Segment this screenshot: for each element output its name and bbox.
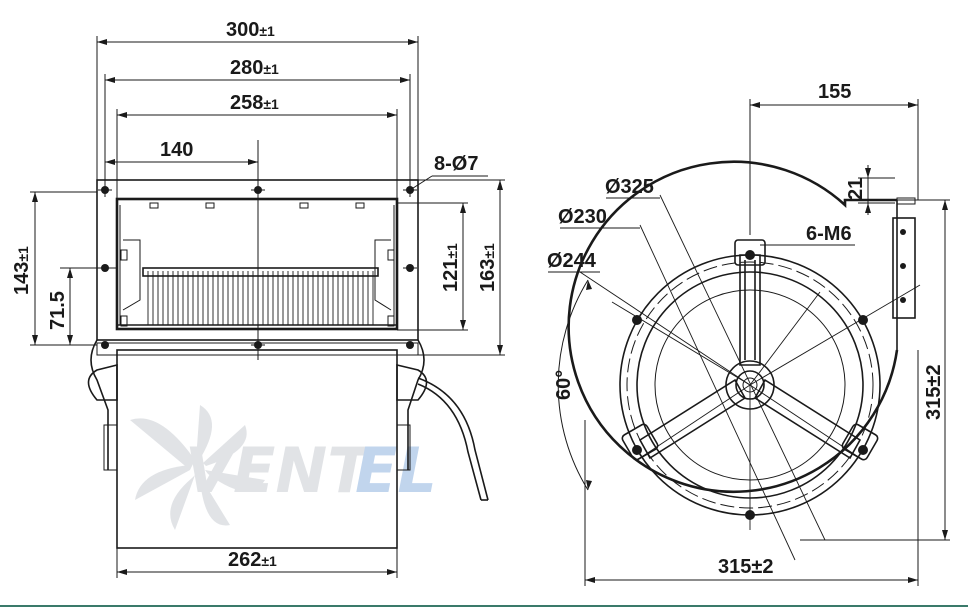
dim-width-flange: 280±1 bbox=[230, 57, 279, 79]
front-dimensions bbox=[30, 36, 505, 578]
watermark-text-accent: EL bbox=[355, 434, 437, 507]
side-view: 155 21 Ø325 Ø230 Ø244 6-M6 60° 315±2 315… bbox=[547, 81, 950, 586]
dim-dia-inner: Ø230 bbox=[558, 206, 607, 228]
side-dimensions bbox=[548, 99, 950, 586]
dim-dia-outer: Ø325 bbox=[605, 176, 654, 198]
dim-width-housing: 262±1 bbox=[228, 549, 277, 571]
dim-holes: 8-Ø7 bbox=[434, 153, 478, 175]
dim-width: 315±2 bbox=[718, 556, 773, 578]
fan-logo-icon bbox=[130, 405, 265, 530]
watermark-text-main: VENT bbox=[185, 434, 374, 507]
power-cable bbox=[417, 377, 489, 501]
scroll-housing bbox=[567, 160, 899, 494]
impeller-blades bbox=[147, 271, 374, 325]
outlet-opening bbox=[115, 197, 399, 331]
dim-height: 315±2 bbox=[923, 365, 945, 420]
front-view: 300±1 280±1 258±1 140 8-Ø7 143±1 71.5 12… bbox=[11, 19, 505, 578]
dim-height-overall: 143±1 bbox=[11, 246, 33, 295]
dim-hole-offset: 140 bbox=[160, 139, 193, 161]
angle-arc bbox=[557, 279, 589, 491]
dim-dia-bolt: Ø244 bbox=[547, 250, 597, 272]
vental-watermark: VENT EL bbox=[130, 405, 437, 530]
dim-offset-small: 21 bbox=[845, 178, 867, 200]
dim-offset-top: 155 bbox=[818, 81, 851, 103]
outlet-flange bbox=[892, 217, 916, 319]
impeller-ring bbox=[142, 267, 379, 277]
dim-height-half: 71.5 bbox=[47, 291, 69, 330]
dim-height-flange: 163±1 bbox=[477, 243, 499, 292]
dim-threads: 6-M6 bbox=[806, 223, 852, 245]
dim-width-opening: 258±1 bbox=[230, 92, 279, 114]
dim-angle: 60° bbox=[553, 370, 575, 400]
dim-height-opening: 121±1 bbox=[440, 243, 462, 292]
dim-width-overall: 300±1 bbox=[226, 19, 275, 41]
